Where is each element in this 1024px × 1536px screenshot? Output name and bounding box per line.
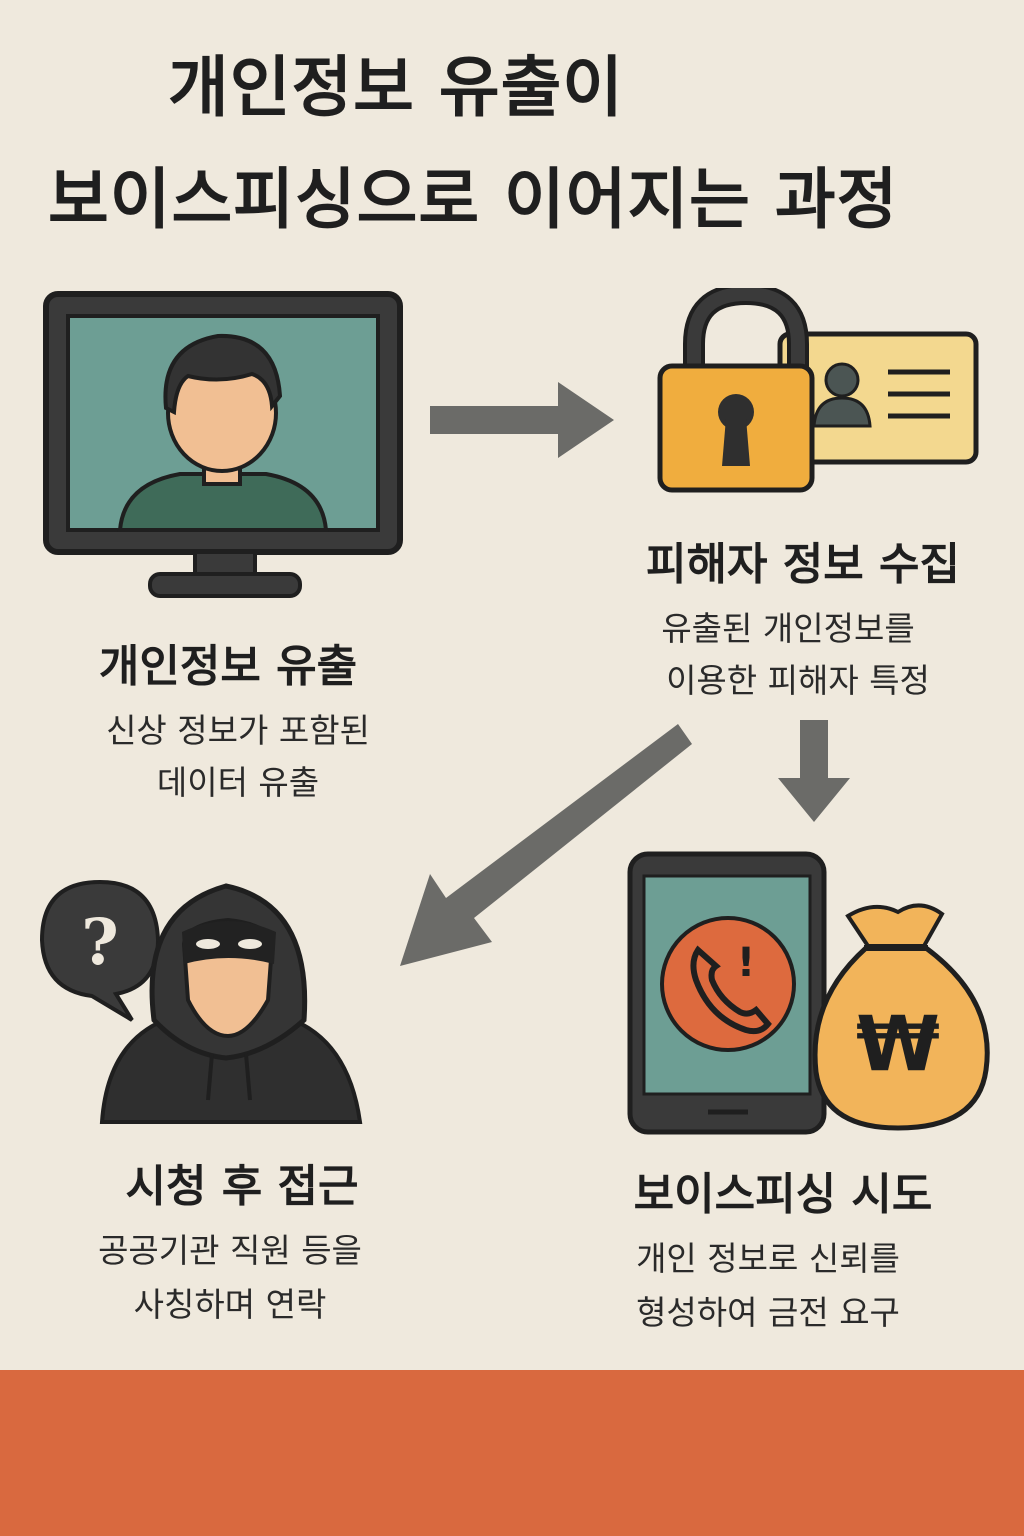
step-4-title: 보이스피싱 시도	[578, 1158, 988, 1222]
step-2-desc-line-1: 유출된 개인정보를	[588, 602, 988, 656]
title-line-2: 보이스피싱으로 이어지는 과정	[48, 167, 898, 233]
step-1-desc-line-1: 신상 정보가 포함된	[38, 704, 438, 758]
step-4-desc-line-2: 형성하여 금전 요구	[568, 1286, 968, 1340]
arrow-right-icon	[428, 380, 618, 460]
arrow-down-icon	[776, 718, 852, 826]
question-mark: ?	[81, 905, 119, 980]
phone-money-bag-icon: ! ₩	[624, 850, 994, 1140]
step-1-desc-line-2: 데이터 유출	[38, 756, 438, 810]
step-3-desc-line-2: 사칭하며 연락	[30, 1278, 430, 1332]
alert-mark: !	[737, 940, 755, 986]
hooded-scammer-icon: ?	[36, 840, 376, 1130]
won-symbol: ₩	[856, 999, 940, 1088]
step-2-desc-line-2: 이용한 피해자 특정	[598, 654, 998, 708]
title-line-1: 개인정보 유출이	[168, 55, 624, 121]
computer-monitor-person-icon	[40, 288, 410, 608]
step-4-desc-line-1: 개인 정보로 신뢰를	[568, 1232, 968, 1286]
step-3-desc-line-1: 공공기관 직원 등을	[30, 1224, 430, 1278]
padlock-id-card-icon	[652, 288, 982, 498]
step-1-title: 개인정보 유출	[38, 630, 418, 694]
footer-band	[0, 1370, 1024, 1536]
step-3-title: 시청 후 접근	[52, 1150, 432, 1214]
step-2-title: 피해자 정보 수집	[598, 528, 1008, 592]
